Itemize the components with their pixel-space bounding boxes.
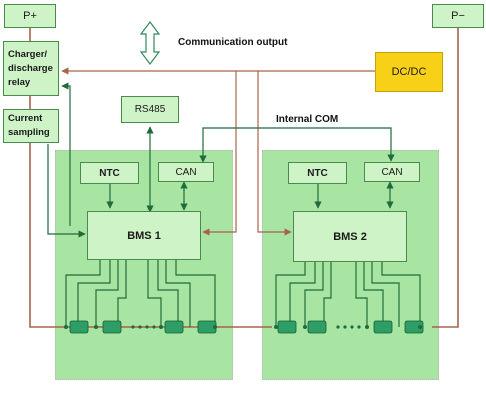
- battery-cell: [69, 320, 89, 334]
- terminal-negative: P−: [432, 4, 484, 28]
- can-2-label: CAN: [381, 166, 403, 178]
- control-lines: [61, 67, 375, 236]
- sampling-label-line-2: sampling: [8, 127, 50, 138]
- signal-lines: [47, 82, 395, 238]
- communication-output-arrow: [139, 21, 161, 65]
- junction-dots: [64, 325, 422, 329]
- module-1-region: [55, 150, 233, 380]
- rs485-label: RS485: [134, 104, 166, 115]
- sampling-label-line-1: Current: [8, 113, 43, 124]
- relay-label-line-3: relay: [8, 76, 31, 88]
- dcdc-label: DC/DC: [391, 66, 427, 78]
- battery-cell: [164, 320, 184, 334]
- rs485-box: RS485: [121, 96, 179, 123]
- current-sampling: Current sampling: [3, 109, 59, 143]
- bms-2-box: BMS 2: [293, 211, 407, 262]
- terminal-positive-label: P+: [23, 10, 37, 22]
- can-2-box: CAN: [364, 162, 420, 182]
- ntc-2-box: NTC: [288, 162, 347, 184]
- bms-2-label: BMS 2: [333, 230, 367, 243]
- battery-cell: [373, 320, 393, 334]
- battery-cells: [69, 320, 424, 334]
- terminal-negative-label: P−: [451, 10, 465, 22]
- ntc-1-box: NTC: [80, 162, 139, 184]
- battery-cell: [277, 320, 297, 334]
- can-1-label: CAN: [175, 166, 197, 178]
- relay-label-line-1: Charger/: [8, 48, 48, 60]
- ntc-2-label: NTC: [307, 167, 328, 179]
- terminal-positive: P+: [4, 4, 56, 28]
- relay-label-line-2: discharge: [8, 62, 53, 74]
- bms-1-box: BMS 1: [87, 211, 201, 260]
- charger-discharge-relay: Charger/ discharge relay: [3, 41, 59, 96]
- bms-1-label: BMS 1: [127, 229, 161, 242]
- can-1-box: CAN: [158, 162, 214, 182]
- cell-leads-module-2: [275, 262, 421, 327]
- cell-leads-module-1: [65, 260, 216, 327]
- cell-ellipsis: [131, 325, 361, 329]
- communication-output-label: Communication output: [178, 37, 288, 48]
- module-2-region: [262, 150, 439, 380]
- dcdc-converter: DC/DC: [375, 52, 443, 92]
- internal-com-label: Internal COM: [276, 114, 339, 125]
- battery-cell: [404, 320, 424, 334]
- ntc-1-label: NTC: [99, 167, 120, 179]
- battery-cell: [307, 320, 327, 334]
- battery-cell: [102, 320, 122, 334]
